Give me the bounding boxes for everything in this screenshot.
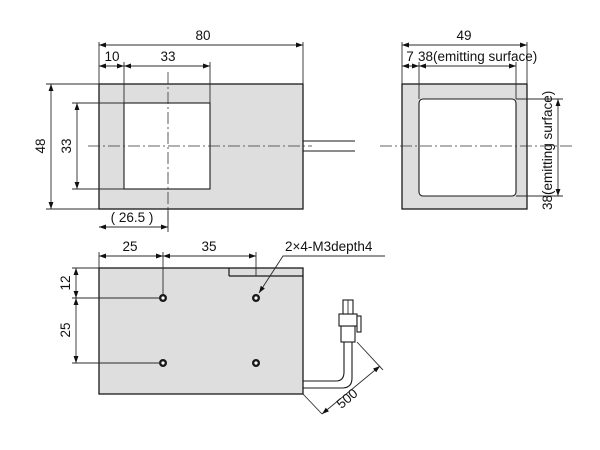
dim-10-text: 10 (104, 49, 119, 64)
dim-7-text: 7 (406, 49, 414, 64)
dim-25h-text: 25 (122, 239, 137, 254)
mounting-hole (251, 293, 260, 302)
thread-callout-leader (258, 255, 385, 294)
mounting-hole (158, 358, 167, 367)
dim-33h-text: 33 (59, 138, 74, 153)
cable-outer (303, 340, 345, 382)
bottom-body (98, 267, 304, 395)
mounting-hole (158, 293, 167, 302)
dim-500-ext-b (356, 341, 384, 371)
dim-38h-text: 38(emitting surface) (540, 91, 555, 210)
side-view: 49 7 38(emitting surface) 38(emitting su… (380, 28, 575, 210)
front-view: 80 10 33 48 33 ( 26.5 ) (33, 28, 355, 232)
dim-12-text: 12 (58, 275, 73, 290)
dim-33w-text: 33 (160, 49, 175, 64)
dim-500-line (321, 365, 381, 415)
dim-500-text: 500 (334, 386, 361, 412)
dim-26-5-text: ( 26.5 ) (111, 210, 154, 225)
dim-38w-text: 38(emitting surface) (418, 49, 537, 64)
dim-35-text: 35 (201, 239, 216, 254)
connector (338, 299, 362, 343)
dim-25v-text: 25 (58, 322, 73, 337)
dim-500-ext-a (302, 393, 323, 415)
mounting-hole (251, 358, 260, 367)
bottom-view: 25 35 12 25 2×4-M3depth4 500 (58, 239, 385, 415)
thread-callout-text: 2×4-M3depth4 (285, 239, 373, 254)
dim-49-text: 49 (456, 28, 471, 43)
dim-48-text: 48 (33, 138, 48, 153)
dim-80-text: 80 (195, 28, 210, 43)
side-window (418, 98, 517, 197)
